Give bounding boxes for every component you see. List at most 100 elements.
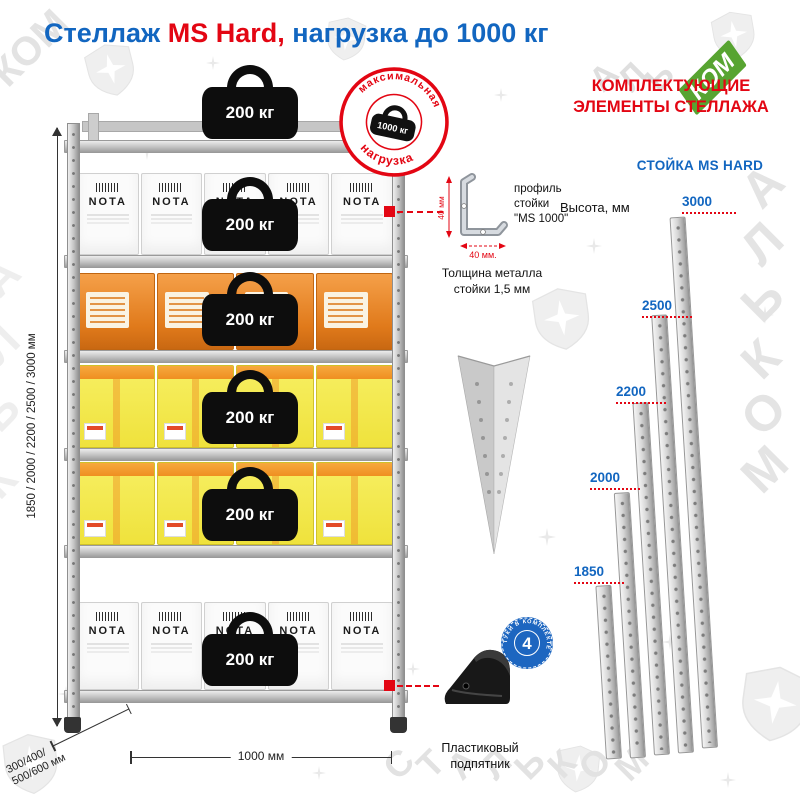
rack-foot: [64, 717, 81, 733]
height-caption: Высота, мм: [560, 200, 630, 215]
page-title: Стеллаж MS Hard, нагрузка до 1000 кг: [44, 18, 549, 49]
plastic-foot-caption: Пластиковый подпятник: [441, 741, 519, 772]
weight-200kg: 200 кг: [202, 177, 298, 251]
post-height-label-2500: 2500: [642, 298, 692, 318]
stamp-weight-handle: [382, 105, 408, 121]
box-band: [157, 463, 233, 476]
box-text-lines: [150, 643, 193, 645]
max-load-stamp: максимальная нагрузка 1000 кг: [339, 62, 449, 177]
box-tag: [163, 520, 186, 537]
box-tag: [163, 423, 186, 440]
callout-marker-top: [384, 206, 395, 217]
post-profile-drawing: 40 мм 40 мм.: [436, 173, 508, 260]
nota-box: NOTA: [331, 602, 393, 690]
barcode: [350, 183, 375, 192]
box-band: [316, 463, 392, 476]
rack-post-left: [67, 123, 80, 725]
profile-dim-horizontal: 40 мм.: [469, 250, 496, 260]
yellow-box: [315, 365, 393, 448]
rack-foot: [390, 717, 407, 733]
barcode: [95, 612, 120, 621]
sparkle-watermark: [720, 772, 736, 788]
weight-200kg: 200 кг: [202, 612, 298, 686]
box-band: [157, 366, 233, 379]
box-text-lines: [86, 643, 129, 645]
box-tag: [84, 520, 106, 537]
box-brand-label: NOTA: [88, 196, 127, 208]
box-label: [324, 292, 368, 328]
orange-box: [315, 273, 393, 350]
shield-watermark: [737, 662, 800, 746]
orange-box: [77, 273, 155, 350]
sparkle-watermark: [406, 662, 420, 676]
box-band: [78, 463, 154, 476]
weight-handle: [227, 370, 273, 396]
sparkle-watermark: [312, 766, 326, 780]
nota-box: NOTA: [77, 173, 139, 255]
shelf-board: [64, 448, 408, 461]
box-text-lines: [341, 214, 384, 216]
weight-handle: [227, 612, 273, 638]
width-dimension-label: 1000 мм: [230, 749, 292, 763]
width-dimension-arrow: 1000 мм: [130, 749, 392, 764]
post-height-label-2200: 2200: [616, 384, 666, 404]
box-band: [78, 366, 154, 379]
post-height-label-1850: 1850: [574, 564, 624, 584]
barcode: [286, 183, 311, 192]
badge-count: 4: [522, 634, 532, 653]
yellow-box: [315, 462, 393, 545]
box-text-lines: [277, 643, 320, 645]
box-label: [85, 292, 130, 328]
box-text-lines: [150, 214, 193, 216]
barcode: [159, 183, 184, 192]
weight-label: 200 кг: [225, 505, 275, 524]
angle-post-illustration: [457, 355, 531, 555]
quantity-badge: ШТУКИ В КОМПЛЕКТЕ 4: [500, 616, 553, 669]
box-tag: [322, 423, 345, 440]
plastic-foot-illustration: [444, 649, 510, 704]
weight-200kg: 200 кг: [202, 272, 298, 346]
box-band: [316, 366, 392, 379]
weight-200kg: 200 кг: [202, 370, 298, 444]
weight-handle: [227, 177, 273, 203]
barcode: [350, 612, 375, 621]
stamp-weight-body: [370, 113, 416, 142]
weight-handle: [227, 65, 273, 91]
sparkle-watermark: [538, 528, 556, 546]
profile-dim-vertical: 40 мм: [436, 196, 446, 220]
box-tag: [84, 423, 106, 440]
title-load: нагрузка до 1000 кг: [292, 18, 549, 48]
shelf-board: [64, 545, 408, 558]
shelf-board: [64, 690, 408, 703]
box-label: [165, 292, 209, 328]
box-brand-label: NOTA: [152, 625, 191, 637]
shelf-board: [64, 350, 408, 363]
watermark-text-left: А Л Ь К: [0, 246, 31, 509]
weight-label: 200 кг: [225, 310, 275, 329]
callout-marker-bottom: [384, 680, 395, 691]
box-brand-label: NOTA: [342, 196, 382, 208]
nota-box: NOTA: [140, 602, 203, 690]
yellow-box: [77, 365, 155, 448]
nota-box: NOTA: [140, 173, 203, 255]
height-dimension-arrow: [52, 127, 62, 727]
box-brand-label: NOTA: [152, 196, 191, 208]
post-height-label-2000: 2000: [590, 470, 640, 490]
weight-label: 200 кг: [225, 103, 275, 122]
yellow-box: [77, 462, 155, 545]
box-text-lines: [341, 643, 384, 645]
barcode: [95, 183, 120, 192]
weight-200kg: 200 кг: [202, 65, 298, 139]
weight-handle: [227, 272, 273, 298]
title-model: MS Hard,: [167, 18, 285, 48]
sparkle-watermark: [586, 238, 602, 254]
weight-label: 200 кг: [225, 650, 275, 669]
barcode: [286, 612, 311, 621]
shelf-board: [64, 255, 408, 268]
nota-box: NOTA: [331, 173, 393, 255]
box-brand-label: NOTA: [88, 625, 127, 637]
box-text-lines: [86, 214, 129, 216]
components-title: КОМПЛЕКТУЮЩИЕ ЭЛЕМЕНТЫ СТЕЛЛАЖА: [573, 77, 769, 116]
post-height-label-3000: 3000: [682, 194, 736, 214]
